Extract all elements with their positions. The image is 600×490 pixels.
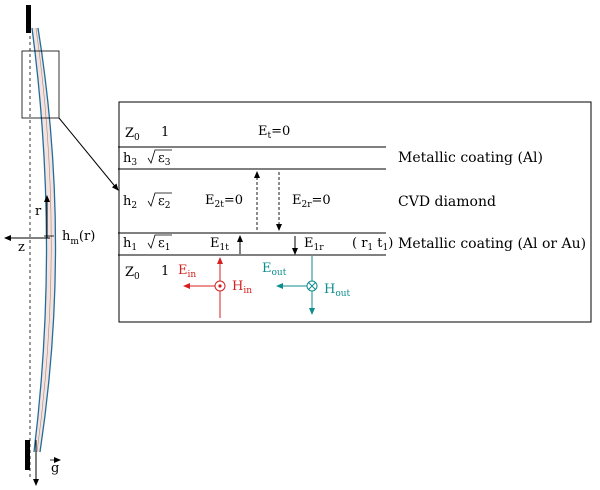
mirror-edge-outer bbox=[31, 27, 48, 453]
hout-label: Hout bbox=[324, 282, 351, 299]
e1t-label: E1t bbox=[210, 236, 229, 253]
inset-marker-box bbox=[21, 50, 60, 119]
inset-panel: Z0 1 Et=0 h3 ε3 h2 ε2 E2t=0 E2r=0 bbox=[118, 101, 592, 323]
mirror-body bbox=[32, 28, 56, 452]
bottom-clamp bbox=[25, 440, 30, 470]
e1r-label: E1r bbox=[304, 236, 324, 253]
incident-wave: Ein Hin bbox=[178, 257, 252, 318]
z0-top-label: Z0 bbox=[125, 126, 140, 143]
mirror-panel: r z hm(r) g bbox=[3, 5, 119, 486]
eout-label: Eout bbox=[262, 261, 287, 278]
svg-text:ε2: ε2 bbox=[158, 194, 170, 211]
h3-label: h3 bbox=[123, 151, 137, 168]
z0-bottom-value: 1 bbox=[161, 264, 169, 279]
hm-label: hm(r) bbox=[62, 229, 95, 247]
z0-top-value: 1 bbox=[161, 125, 169, 140]
h2-label: h2 bbox=[123, 194, 137, 211]
eps2-sqrt: ε2 bbox=[147, 192, 172, 211]
ein-label: Ein bbox=[178, 263, 196, 280]
layer-label-bottom: Metallic coating (Al or Au) bbox=[398, 236, 586, 252]
hin-label: Hin bbox=[232, 279, 252, 296]
r-label: r bbox=[35, 204, 42, 219]
inset-frame bbox=[118, 101, 592, 323]
z-label: z bbox=[18, 240, 25, 255]
et-label: Et=0 bbox=[258, 124, 290, 141]
mirror-edge-inner bbox=[37, 27, 57, 453]
g-label: g bbox=[51, 461, 59, 476]
svg-text:ε3: ε3 bbox=[158, 151, 171, 168]
e2r-label: E2r=0 bbox=[292, 193, 331, 210]
layer-label-middle: CVD diamond bbox=[398, 194, 496, 210]
layer-label-top: Metallic coating (Al) bbox=[398, 150, 543, 166]
h1-label: h1 bbox=[123, 236, 137, 253]
eps3-sqrt: ε3 bbox=[147, 149, 172, 168]
inset-pointer bbox=[58, 117, 119, 191]
top-clamp bbox=[26, 5, 31, 33]
e2t-label: E2t=0 bbox=[205, 193, 243, 210]
eps1-sqrt: ε1 bbox=[147, 234, 172, 253]
z0-bottom-label: Z0 bbox=[125, 265, 140, 282]
outgoing-wave: Eout Hout bbox=[262, 256, 351, 315]
svg-text:ε1: ε1 bbox=[158, 236, 170, 253]
mirror-back-line bbox=[35, 27, 52, 453]
r1t1-label: ( r1 t1) bbox=[352, 236, 393, 253]
